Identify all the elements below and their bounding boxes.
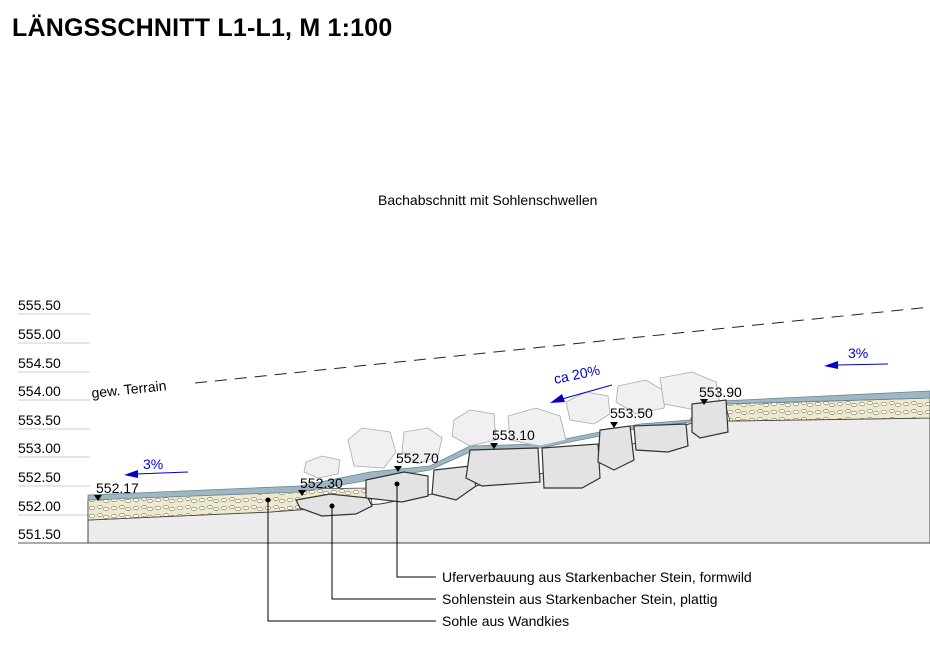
scale-label: 551.50 xyxy=(18,526,61,542)
scale-row-551-50: 551.50 xyxy=(18,526,90,544)
scale-label: 553.00 xyxy=(18,440,61,456)
scale-row-553-50: 553.50 xyxy=(18,412,90,430)
bank-stone xyxy=(401,427,443,465)
bank-stones-background xyxy=(303,371,721,479)
terrain-label: gew. Terrain xyxy=(91,377,167,401)
arrow-left-icon xyxy=(550,394,565,403)
gradient-label: ca 20% xyxy=(552,362,601,387)
scale-row-553-00: 553.00 xyxy=(18,440,90,458)
gradient-label: 3% xyxy=(848,345,868,361)
bank-stone xyxy=(451,409,497,447)
arrow-left-icon xyxy=(124,470,138,478)
sill-stone xyxy=(465,447,541,487)
elevation-value: 553.10 xyxy=(492,427,535,443)
scale-label: 554.00 xyxy=(18,383,61,399)
scale-label: 554.50 xyxy=(18,355,61,371)
bank-stone xyxy=(347,427,397,469)
bank-stone xyxy=(615,379,667,415)
sill-stone xyxy=(633,423,689,453)
elevation-mark: 552.70 xyxy=(394,450,439,472)
scale-row-554-50: 554.50 xyxy=(18,355,90,373)
scale-label: 552.00 xyxy=(18,498,61,514)
sill-stone xyxy=(431,465,477,501)
elevation-value: 553.50 xyxy=(610,405,653,421)
elevation-marks: 552.17 552.30 552.70 553.10 553.50 553.9… xyxy=(94,384,742,501)
elevation-value: 552.70 xyxy=(396,450,439,466)
scale-row-554-00: 554.00 xyxy=(18,383,90,401)
elevation-value: 552.17 xyxy=(96,480,139,496)
arrow-left-icon xyxy=(824,361,838,369)
gradient-left: 3% xyxy=(124,456,189,478)
legend-sill: Sohlenstein aus Starkenbacher Stein, pla… xyxy=(442,591,718,607)
elevation-value: 553.90 xyxy=(699,384,742,400)
elevation-mark: 553.50 xyxy=(610,405,653,428)
elevation-mark: 552.17 xyxy=(94,480,139,501)
scale-row-552-50: 552.50 xyxy=(18,469,90,487)
gradient-right: 3% xyxy=(824,345,889,369)
section-subtitle: Bachabschnitt mit Sohlenschwellen xyxy=(378,192,598,208)
elevation-value: 552.30 xyxy=(300,475,343,491)
legend-leaders xyxy=(265,481,436,622)
bank-stone xyxy=(565,391,611,425)
sill-stone xyxy=(691,399,729,439)
legend-bank: Uferverbauung aus Starkenbacher Stein, f… xyxy=(442,569,752,585)
elevation-mark: 553.10 xyxy=(490,427,535,449)
water-surface xyxy=(87,390,930,501)
leader-bed xyxy=(267,500,436,622)
scale-row-555-00: 555.00 xyxy=(18,326,90,344)
scale-label: 553.50 xyxy=(18,412,61,428)
elevation-mark: 552.30 xyxy=(298,475,343,496)
bank-stone xyxy=(303,455,341,479)
scale-row-555-50: 555.50 xyxy=(18,297,90,315)
drawing-title: LÄNGSSCHNITT L1-L1, M 1:100 xyxy=(12,14,393,42)
legend-bed: Sohle aus Wandkies xyxy=(442,613,569,629)
sill-stone xyxy=(597,425,635,471)
gradient-label: 3% xyxy=(143,456,163,472)
scale-label: 555.00 xyxy=(18,326,61,342)
leader-bank xyxy=(396,484,436,578)
scale-label: 552.50 xyxy=(18,469,61,485)
elevation-mark: 553.90 xyxy=(699,384,742,405)
scale-label: 555.50 xyxy=(18,297,61,313)
leader-sill xyxy=(331,506,436,600)
existing-terrain-line xyxy=(194,306,930,384)
sill-stone xyxy=(541,443,601,489)
elevation-scale: 555.50 555.00 554.50 554.00 553.50 553.0… xyxy=(18,297,90,544)
scale-row-552-00: 552.00 xyxy=(18,498,90,516)
bank-stone xyxy=(507,407,567,447)
